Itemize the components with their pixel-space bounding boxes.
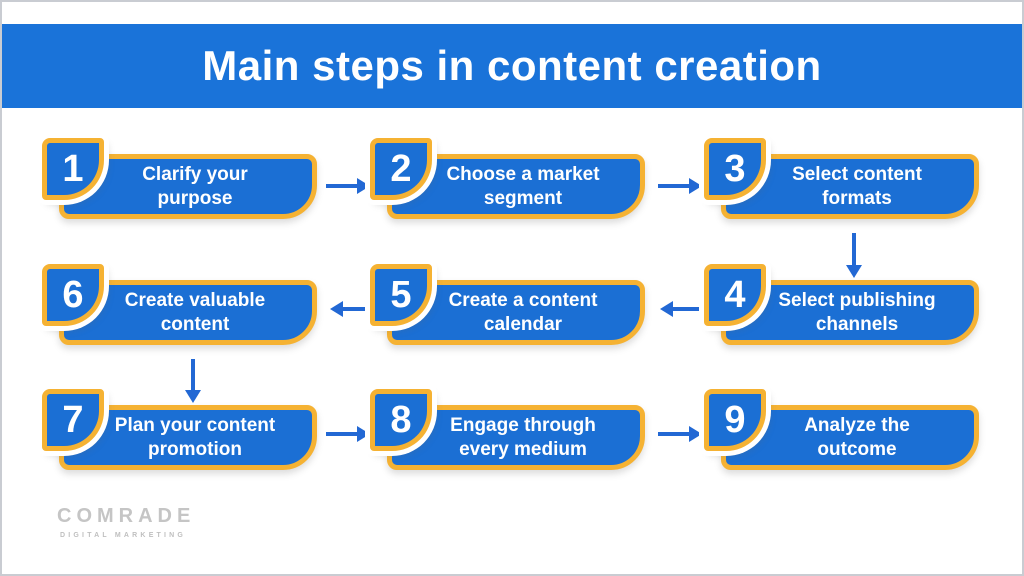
arrow-step2-to-step3 [658,178,702,194]
step-5-create-content-calendar: Create a content calendar 5 [370,264,655,355]
step-number: 2 [390,148,412,190]
arrow-head-icon [846,265,862,278]
step-4-select-publishing-channels: Select publishing channels 4 [704,264,989,355]
arrow-head-icon [357,426,370,442]
arrow-step6-to-step7 [185,359,201,403]
arrow-shaft [852,233,856,267]
arrow-shaft [341,307,372,311]
arrow-shaft [671,307,703,311]
step-9-analyze-outcome: Analyze the outcome 9 [704,389,989,480]
step-label: Choose a market segment [446,163,600,209]
step-6-create-valuable-content: Create valuable content 6 [42,264,327,355]
arrow-shaft [191,359,195,392]
step-number-badge: 9 [704,389,766,451]
comrade-logo: COMRADE DIGITAL MARKETING [57,505,207,539]
step-number: 6 [62,274,84,316]
step-label: Create valuable content [124,289,266,335]
arrow-head-icon [357,178,370,194]
arrow-head-icon [660,301,673,317]
arrow-step3-to-step4 [846,233,862,278]
step-number: 7 [62,399,84,441]
arrow-step8-to-step9 [658,426,702,442]
step-label: Create a content calendar [448,289,598,335]
step-3-select-content-formats: Select content formats 3 [704,138,989,229]
arrow-head-icon [689,426,702,442]
arrow-shaft [326,184,359,188]
step-number-badge: 1 [42,138,104,200]
arrow-shaft [658,432,691,436]
step-number-badge: 5 [370,264,432,326]
arrow-step1-to-step2 [326,178,370,194]
step-8-engage-every-medium: Engage through every medium 8 [370,389,655,480]
arrow-step5-to-step6 [330,301,372,317]
step-2-choose-market-segment: Choose a market segment 2 [370,138,655,229]
step-number: 3 [724,148,746,190]
step-label: Engage through every medium [450,414,596,460]
step-box: Engage through every medium [387,405,645,470]
step-label: Clarify your purpose [142,163,248,209]
step-label: Analyze the outcome [804,414,910,460]
step-number: 5 [390,274,412,316]
arrow-shaft [658,184,691,188]
step-number-badge: 2 [370,138,432,200]
step-number: 9 [724,399,746,441]
logo-wordmark: COMRADE [57,505,196,527]
step-1-clarify-purpose: Clarify your purpose 1 [42,138,327,229]
page-title: Main steps in content creation [202,42,822,89]
step-label: Select content formats [792,163,922,209]
step-number-badge: 4 [704,264,766,326]
step-number-badge: 6 [42,264,104,326]
step-number: 4 [724,274,746,316]
step-box: Create valuable content [59,280,317,345]
header-band: Main steps in content creation [2,24,1022,108]
arrow-head-icon [330,301,343,317]
arrow-head-icon [689,178,702,194]
logo-tagline: DIGITAL MARKETING [60,532,187,539]
step-label: Select publishing channels [778,289,936,335]
step-number: 1 [62,148,84,190]
arrow-head-icon [185,390,201,403]
arrow-step4-to-step5 [660,301,703,317]
step-label: Plan your content promotion [114,414,276,460]
arrow-step7-to-step8 [326,426,370,442]
step-7-plan-content-promotion: Plan your content promotion 7 [42,389,327,480]
step-box: Clarify your purpose [59,154,317,219]
step-number: 8 [390,399,412,441]
arrow-shaft [326,432,359,436]
